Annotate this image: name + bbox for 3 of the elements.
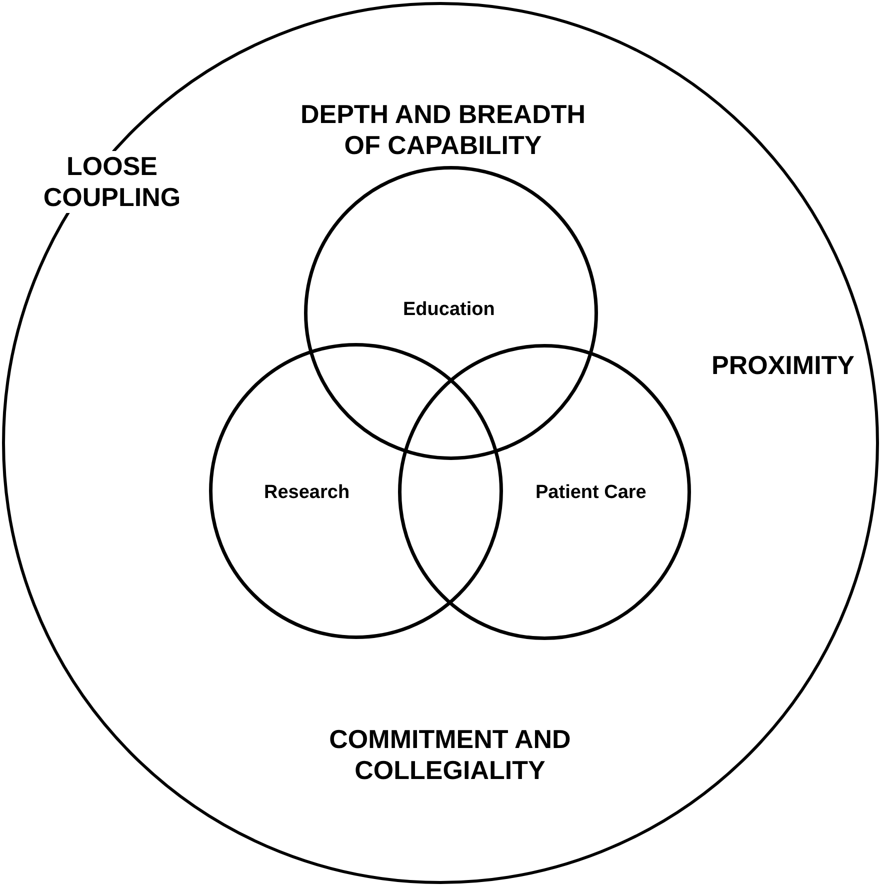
- venn-circle: [398, 344, 691, 640]
- venn-circle: [304, 166, 598, 460]
- venn-circle: [209, 343, 503, 639]
